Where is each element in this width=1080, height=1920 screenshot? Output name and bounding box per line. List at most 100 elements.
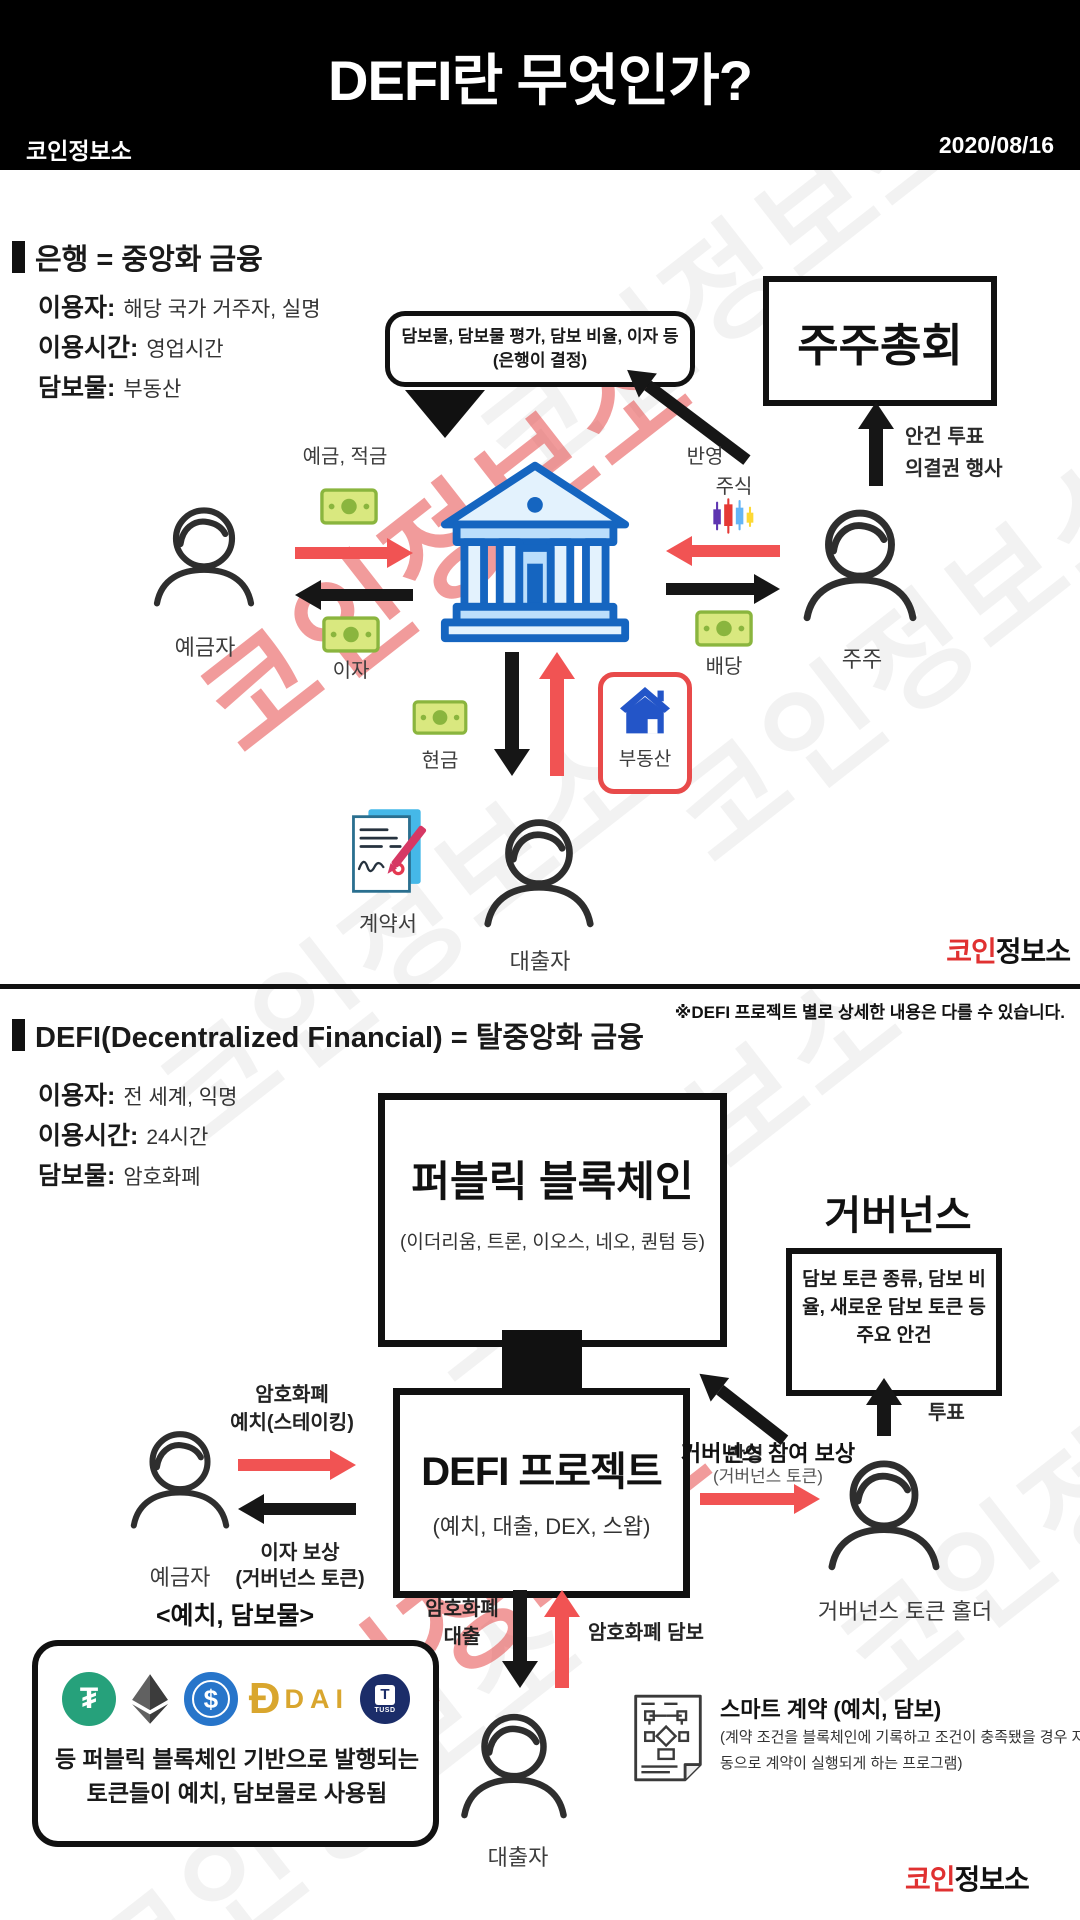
house-icon xyxy=(620,687,670,734)
borrower-person-icon xyxy=(478,796,600,942)
blockchain-defi-connector xyxy=(502,1330,582,1388)
money-icon xyxy=(695,610,753,647)
staking-label-line2: 예치(스테이킹) xyxy=(230,1412,354,1434)
s2-vote-label: 투표 xyxy=(928,1402,965,1424)
date-label: 2020/08/16 xyxy=(938,132,1054,158)
stock-arrow xyxy=(666,536,780,566)
gov-reward-line2: (거버넌스 토큰) xyxy=(713,1467,823,1486)
deposit-saving-label: 예금, 적금 xyxy=(302,446,388,468)
info-label: 이용자: xyxy=(38,294,116,322)
brand-logo-red: 코인 xyxy=(905,1864,956,1895)
depositor-person-icon xyxy=(148,482,260,624)
brand-logo-black: 정보소 xyxy=(954,1864,1030,1895)
usdt-icon: ₮ xyxy=(62,1672,116,1726)
shareholder-person-icon xyxy=(797,486,923,636)
s2-borrower-label: 대출자 xyxy=(487,1845,549,1870)
contract-icon xyxy=(352,809,427,893)
staking-label-line1: 암호화폐 xyxy=(255,1384,329,1406)
governance-agenda-box: 담보 토큰 종류, 담보 비 율, 새로운 담보 토큰 등 주요 안건 xyxy=(786,1248,1002,1396)
vote-label-line1: 안건 투표 xyxy=(905,426,985,448)
interest-reward-line2: (거버넌스 토큰) xyxy=(235,1568,365,1590)
ethereum-icon xyxy=(132,1674,168,1724)
info-label: 담보물: xyxy=(38,374,116,402)
deposit-collateral-heading: <예치, 담보물> xyxy=(155,1602,315,1630)
crypto-loan-line2: 대출 xyxy=(443,1626,481,1648)
s2-reflect-label: 반영 xyxy=(726,1444,764,1466)
brand-logo: 코인정보소 xyxy=(946,930,1071,970)
shareholders-meeting-box: 주주총회 xyxy=(763,276,997,406)
shareholder-label: 주주 xyxy=(841,647,883,672)
token-holder-person-icon xyxy=(822,1438,946,1584)
deposit-arrow xyxy=(295,538,413,568)
brand-name: 코인정보소 xyxy=(26,138,132,164)
money-icon xyxy=(412,700,468,735)
s2-depositor-label: 예금자 xyxy=(149,1565,211,1590)
s2-borrower-person-icon xyxy=(455,1692,573,1832)
dividend-arrow xyxy=(666,574,780,604)
bubble-tail xyxy=(405,390,485,438)
smart-contract-icon xyxy=(634,1694,702,1782)
stock-label: 주식 xyxy=(715,476,753,498)
info-value: 24시간 xyxy=(146,1126,209,1149)
crypto-loan-arrow xyxy=(502,1590,538,1688)
real-estate-label: 부동산 xyxy=(618,749,672,770)
info-value: 전 세계, 익명 xyxy=(123,1086,238,1109)
defi-subtitle: (예치, 대출, DEX, 스왑) xyxy=(432,1514,651,1539)
s2-info-collateral: 담보물: 암호화폐 xyxy=(38,1156,201,1192)
depositor-label: 예금자 xyxy=(174,635,236,660)
defi-title: DEFI 프로젝트 xyxy=(421,1450,662,1494)
public-blockchain-box: 퍼블릭 블록체인 (이더리움, 트론, 이오스, 네오, 퀀텀 등) xyxy=(378,1093,727,1347)
staking-arrow xyxy=(238,1450,356,1480)
interest-label: 이자 xyxy=(332,660,370,682)
smart-contract-desc2: 동으로 계약이 실행되게 하는 프로그램) xyxy=(720,1755,963,1772)
blockchain-subtitle: (이더리움, 트론, 이오스, 네오, 퀀텀 등) xyxy=(400,1232,705,1253)
heading-bar xyxy=(12,241,25,273)
dividend-label: 배당 xyxy=(705,656,743,678)
vote-label-line2: 의결권 행사 xyxy=(905,458,1003,480)
info-value: 해당 국가 거주자, 실명 xyxy=(123,298,321,321)
bank-icon xyxy=(437,450,633,646)
interest-arrow xyxy=(295,580,413,610)
bubble-line1: 담보물, 담보물 평가, 담보 비율, 이자 등 xyxy=(401,327,679,346)
vote-up-arrow xyxy=(858,402,894,486)
brand-logo-red: 코인 xyxy=(946,936,997,967)
token-holder-label: 거버넌스 토큰 홀더 xyxy=(817,1599,993,1624)
bubble-line2: (은행이 결정) xyxy=(492,351,588,370)
crypto-loan-line1: 암호화폐 xyxy=(425,1598,499,1620)
money-icon xyxy=(322,616,380,653)
token-row: ₮ $ Ð DAI T TUSD xyxy=(62,1672,410,1726)
s2-info-user: 이용자: 전 세계, 익명 xyxy=(38,1076,237,1112)
info-value: 암호화폐 xyxy=(123,1166,201,1189)
section1-heading: 은행 = 중앙화 금융 xyxy=(12,236,263,278)
info-label: 이용시간: xyxy=(38,334,139,362)
section-divider xyxy=(0,984,1080,989)
info-value: 부동산 xyxy=(123,378,182,401)
s1-info-hours: 이용시간: 영업시간 xyxy=(38,328,224,364)
usdc-icon: $ xyxy=(183,1672,238,1726)
defi-note: ※DEFI 프로젝트 별로 상세한 내용은 다를 수 있습니다. xyxy=(674,1003,1065,1022)
token-box: ₮ $ Ð DAI T TUSD 등 퍼블릭 블록체인 기반으로 발행되는 토큰… xyxy=(32,1640,439,1847)
crypto-collateral-arrow xyxy=(544,1590,580,1688)
section2-heading: DEFI(Decentralized Financial) = 탈중앙화 금융 xyxy=(12,1014,644,1056)
borrower-label: 대출자 xyxy=(509,949,571,974)
collateral-up-arrow xyxy=(539,652,575,776)
governance-line3: 주요 안건 xyxy=(856,1325,932,1346)
dai-icon: Ð DAI xyxy=(248,1674,350,1723)
s1-info-collateral: 담보물: 부동산 xyxy=(38,368,181,404)
money-icon xyxy=(320,488,378,525)
header: DEFI란 무엇인가? 코인정보소 2020/08/16 xyxy=(0,0,1080,170)
info-label: 담보물: xyxy=(38,1162,116,1190)
gov-reward-arrow xyxy=(700,1484,820,1514)
smart-contract-desc1: (계약 조건을 블록체인에 기록하고 조건이 충족됐을 경우 자 xyxy=(720,1729,1080,1746)
brand-logo: 코인정보소 xyxy=(905,1858,1030,1898)
info-label: 이용자: xyxy=(38,1082,116,1110)
crypto-collateral-label: 암호화폐 담보 xyxy=(588,1622,704,1644)
interest-reward-arrow xyxy=(238,1494,356,1524)
heading-bar xyxy=(12,1019,25,1051)
cash-label: 현금 xyxy=(421,750,459,772)
s2-vote-arrow xyxy=(866,1378,902,1436)
candlestick-icon xyxy=(712,498,755,534)
contract-label: 계약서 xyxy=(359,913,417,936)
section1-heading-text: 은행 = 중앙화 금융 xyxy=(35,244,263,276)
shareholders-meeting-label: 주주총회 xyxy=(797,319,963,371)
